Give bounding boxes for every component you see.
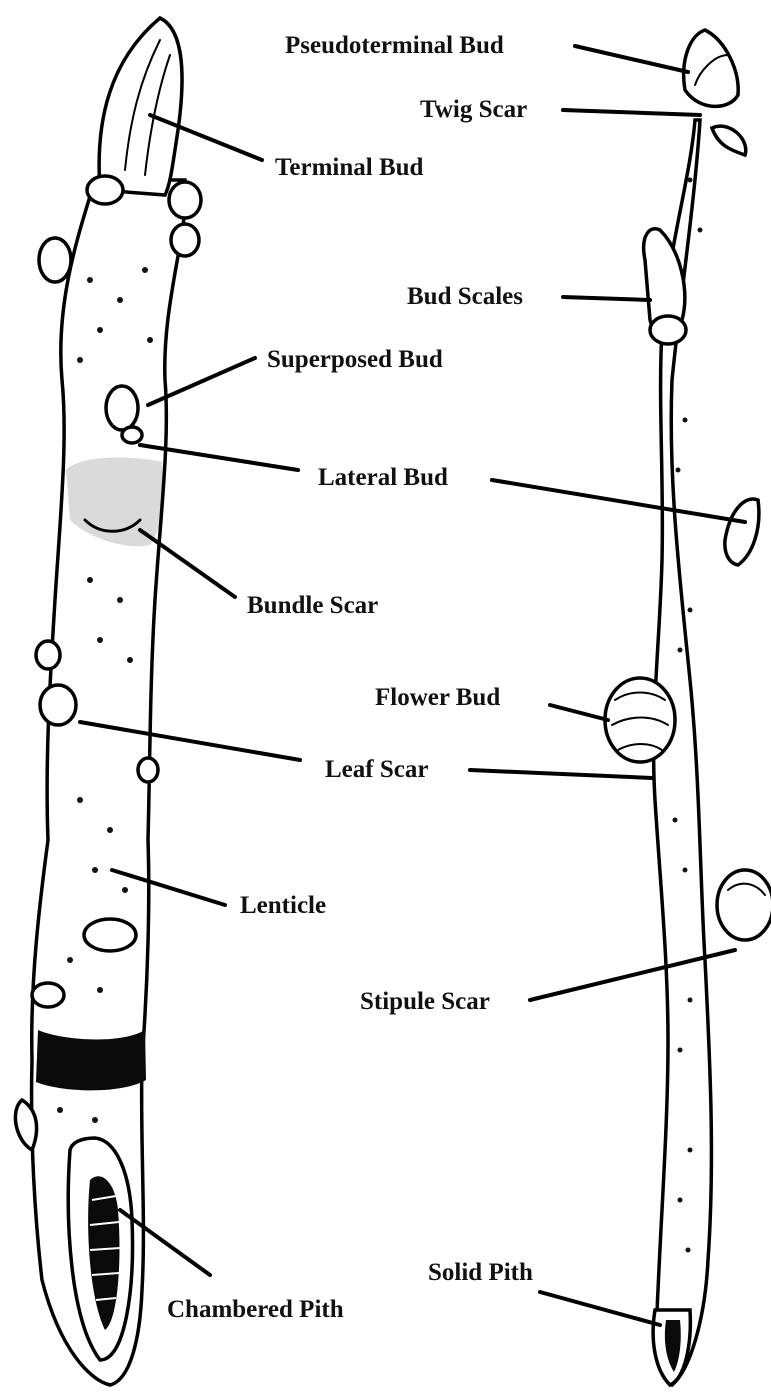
- label-bundle-scar: Bundle Scar: [247, 592, 378, 619]
- leader-lateral-bud-right: [492, 480, 745, 522]
- cluster-bud-2: [169, 182, 201, 218]
- labels: Pseudoterminal Bud Twig Scar Terminal Bu…: [167, 32, 533, 1323]
- label-terminal-bud: Terminal Bud: [275, 154, 424, 181]
- leader-flower-bud: [550, 705, 608, 720]
- pseudoterminal-bud-shape: [684, 30, 738, 106]
- right-twig: [605, 30, 771, 1385]
- leader-leaf-scar-right: [470, 770, 652, 778]
- cluster-bud-4: [171, 224, 199, 256]
- leader-pseudoterminal-bud: [575, 46, 688, 72]
- label-bud-scales: Bud Scales: [407, 283, 523, 310]
- leader-solid-pith: [540, 1292, 660, 1325]
- label-chambered-pith: Chambered Pith: [167, 1296, 344, 1323]
- label-pseudoterminal-bud: Pseudoterminal Bud: [285, 32, 504, 59]
- label-superposed-bud: Superposed Bud: [267, 346, 443, 373]
- left-twig: [15, 18, 201, 1385]
- label-lenticle: Lenticle: [240, 892, 326, 919]
- leader-twig-scar: [563, 110, 700, 115]
- label-leaf-scar: Leaf Scar: [325, 756, 428, 783]
- label-twig-scar: Twig Scar: [420, 96, 527, 123]
- cluster-bud-1: [87, 176, 123, 204]
- lateral-bud-left-shape: [122, 427, 142, 443]
- label-flower-bud: Flower Bud: [375, 684, 500, 711]
- leader-bud-scales: [563, 297, 650, 300]
- label-stipule-scar: Stipule Scar: [360, 988, 490, 1015]
- lateral-bud-right-shape: [725, 499, 759, 565]
- flower-bud-shape: [605, 678, 675, 762]
- cluster-bud-3: [39, 238, 71, 282]
- terminal-bud-shape: [99, 18, 182, 195]
- label-solid-pith: Solid Pith: [428, 1259, 533, 1286]
- label-lateral-bud: Lateral Bud: [318, 464, 448, 491]
- superposed-bud-shape: [106, 386, 138, 430]
